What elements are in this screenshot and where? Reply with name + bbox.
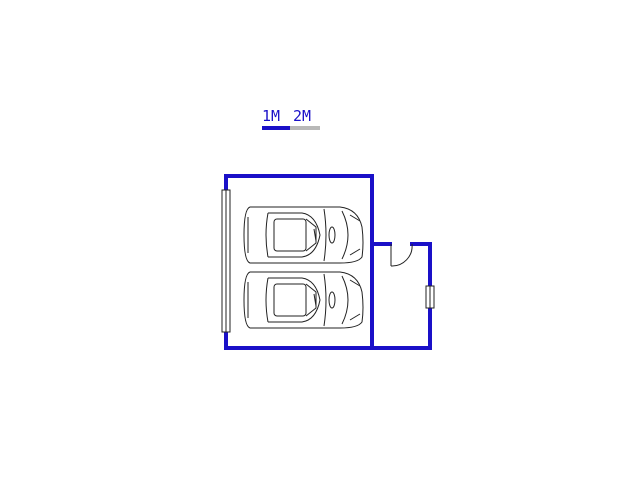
garage-walls [224, 174, 432, 350]
car-top [243, 206, 364, 264]
side-room-wall-top [410, 242, 432, 288]
side-window [425, 285, 435, 309]
side-room-wall-bottom [370, 306, 432, 350]
door-swing-arc [390, 243, 413, 267]
garage-outline [224, 174, 374, 350]
car-bottom [243, 271, 364, 329]
scale-label-2m: 2M [293, 107, 311, 125]
car-body [243, 206, 364, 264]
scale-bar: 1M 2M [262, 107, 320, 130]
car-body [243, 271, 364, 329]
door [390, 243, 413, 267]
scale-label-1m: 1M [262, 107, 280, 125]
garage-window [221, 189, 231, 333]
